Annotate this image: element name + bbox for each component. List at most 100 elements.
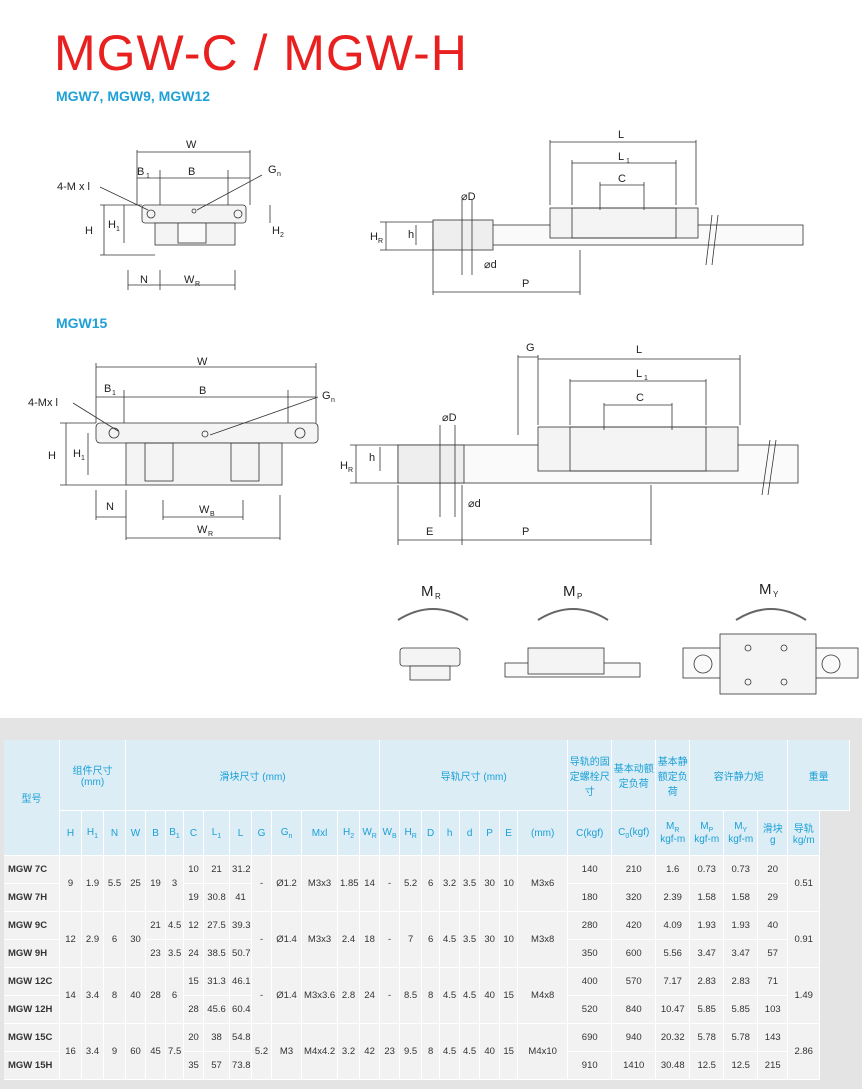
table-cell: 4.5 [460, 1024, 481, 1080]
svg-text:B: B [210, 511, 215, 518]
table-cell: 38 [204, 1024, 231, 1052]
table-cell: 40 [480, 1024, 501, 1080]
table-cell: 8 [422, 1024, 441, 1080]
table-cell: MGW 12C [4, 968, 60, 996]
table-cell: 103 [758, 996, 789, 1024]
table-cell: 4.5 [166, 912, 185, 940]
table-cell: 3.5 [460, 912, 481, 968]
table-cell: 1.93 [724, 912, 759, 940]
table-cell: 940 [612, 1024, 657, 1052]
table-cell: 42 [360, 1024, 381, 1080]
table-cell: 45.6 [204, 996, 231, 1024]
dim-WR: W [197, 524, 208, 536]
th-stat: 基本静额定负荷 [656, 740, 691, 811]
th-rail: 导轨尺寸 (mm) [380, 740, 569, 811]
table-cell: - [380, 912, 401, 968]
table-cell: 910 [568, 1052, 613, 1080]
table-cell: 180 [568, 884, 613, 912]
table-cell: 6 [166, 968, 185, 1024]
table-cell: 50.7 [230, 940, 253, 968]
table-cell: 15 [500, 1024, 519, 1080]
table-cell: 520 [568, 996, 613, 1024]
table-cell: 20 [184, 1024, 205, 1052]
table-cell: 20.32 [656, 1024, 691, 1052]
table-cell: 8.5 [400, 968, 423, 1024]
dim-B: B [188, 166, 195, 178]
table-cell: 15 [184, 968, 205, 996]
table-cell: 2.86 [788, 1024, 821, 1080]
table-cell: 60.4 [230, 996, 253, 1024]
dim-L1: L [636, 368, 642, 380]
dim-L: L [618, 129, 624, 141]
dim-W: W [186, 139, 197, 151]
dim-H1: H [73, 448, 81, 460]
svg-text:1: 1 [626, 158, 630, 165]
table-cell: M3x8 [518, 912, 569, 968]
table-cell: 3.47 [690, 940, 725, 968]
table-cell: 5.5 [104, 856, 127, 912]
table-cell: M3 [272, 1024, 303, 1080]
table-cell: 20 [758, 856, 789, 884]
table-cell: 1.49 [788, 968, 821, 1024]
spec-table: 型号 组件尺寸 (mm) 滑块尺寸 (mm) 导轨尺寸 (mm) 导轨的固定螺栓… [4, 740, 850, 1080]
table-cell: 5.2 [252, 1024, 273, 1080]
svg-text:1: 1 [112, 390, 116, 397]
table-cell: 24 [184, 940, 205, 968]
table-cell: 30.48 [656, 1052, 691, 1080]
table-cell: 5.56 [656, 940, 691, 968]
table-cell: 18 [360, 912, 381, 968]
table-cell: 15 [500, 968, 519, 1024]
table-cell: 40 [758, 912, 789, 940]
table-cell: 4.5 [440, 1024, 461, 1080]
table-cell: M3x3 [302, 912, 339, 968]
table-cell: 16 [60, 1024, 82, 1080]
table-cell: 215 [758, 1052, 789, 1080]
subtitle-mgw7-12: MGW7, MGW9, MGW12 [56, 88, 210, 104]
dim-h: h [369, 452, 375, 464]
table-cell: 570 [612, 968, 657, 996]
table-cell: 73.8 [230, 1052, 253, 1080]
table-cell: - [380, 856, 401, 912]
table-cell: 30.8 [204, 884, 231, 912]
table-cell: Ø1.4 [272, 912, 303, 968]
table-cell: 8 [104, 968, 127, 1024]
table-cell: 14 [60, 968, 82, 1024]
table-cell: - [252, 968, 273, 1024]
dim-W: W [197, 356, 208, 368]
table-cell: 143 [758, 1024, 789, 1052]
table-cell: 21 [204, 856, 231, 884]
svg-text:1: 1 [81, 455, 85, 462]
table-cell: 0.73 [724, 856, 759, 884]
subtitle-mgw15: MGW15 [56, 315, 108, 331]
table-cell: 7.5 [166, 1024, 185, 1080]
table-cell: 45 [146, 1024, 167, 1080]
dim-C: C [636, 392, 644, 404]
table-cell: 280 [568, 912, 613, 940]
dim-WR: W [184, 274, 195, 286]
dim-d: ⌀d [484, 259, 497, 271]
table-cell: 3.2 [440, 856, 461, 912]
dim-B1: B [104, 383, 111, 395]
table-cell: 12.5 [724, 1052, 759, 1080]
table-cell: M3x3.6 [302, 968, 339, 1024]
table-cell: 5.78 [724, 1024, 759, 1052]
table-cell: 24 [360, 968, 381, 1024]
table-cell: 21 [146, 912, 167, 940]
table-cell: 1.58 [690, 884, 725, 912]
svg-text:P: P [577, 592, 582, 601]
svg-text:2: 2 [280, 232, 284, 239]
moment-MP: M [563, 583, 576, 600]
dim-H: H [48, 450, 56, 462]
table-cell: 38.5 [204, 940, 231, 968]
table-cell: M3x6 [518, 856, 569, 912]
dim-C: C [618, 173, 626, 185]
svg-text:R: R [208, 531, 213, 538]
table-cell: 0.51 [788, 856, 821, 912]
dim-D: ⌀D [442, 412, 457, 424]
table-cell: 690 [568, 1024, 613, 1052]
table-cell: Ø1.2 [272, 856, 303, 912]
table-cell: 0.73 [690, 856, 725, 884]
